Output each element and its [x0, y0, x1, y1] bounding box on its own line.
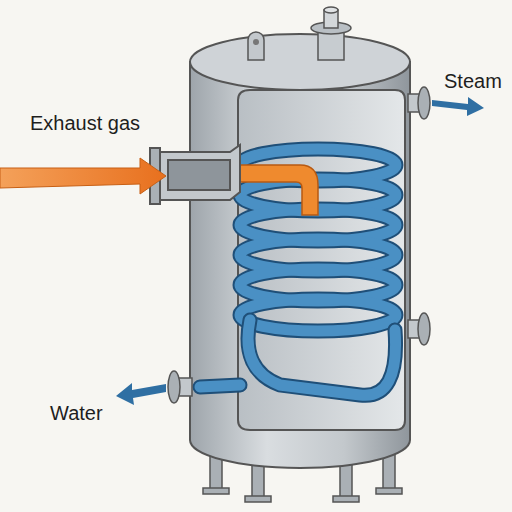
flow-label: Steam: [444, 70, 502, 92]
flow-label: Exhaust gas: [30, 112, 140, 134]
exhaust-gas-arrow: [0, 158, 166, 194]
flow-label: Water: [50, 402, 103, 424]
lifting-lug: [248, 32, 264, 60]
side-nozzles: [168, 87, 430, 403]
lug-hole: [253, 39, 259, 45]
cutaway-interior: [238, 90, 405, 430]
steam-arrow: [432, 97, 484, 116]
water-arrow: [116, 383, 166, 405]
vessel-top: [190, 34, 410, 90]
vessel-shell: [190, 62, 410, 468]
top-nozzle: [311, 7, 351, 60]
